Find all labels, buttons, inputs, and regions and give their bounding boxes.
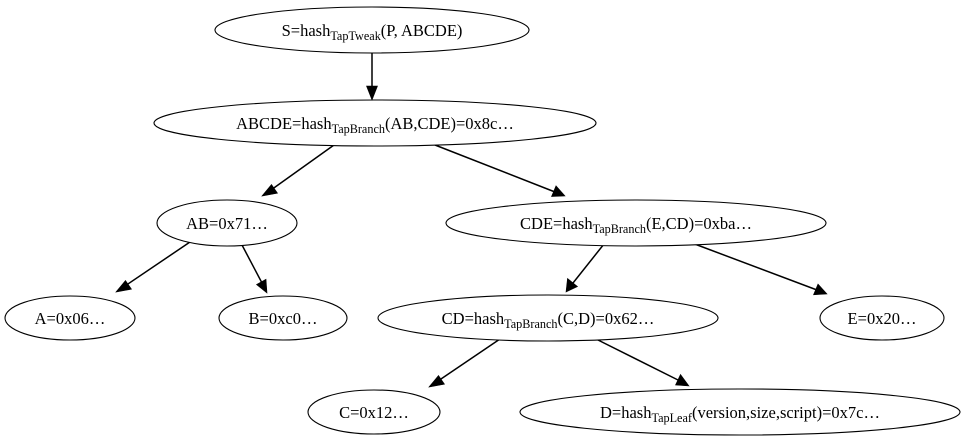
edge-cde-to-cd (565, 243, 605, 293)
node-ellipse-cde[interactable] (445, 199, 827, 247)
edge-ab-to-a (115, 241, 191, 293)
node-ellipse-abcde[interactable] (153, 99, 597, 147)
node-ellipse-d[interactable] (519, 388, 961, 436)
edge-abcde-to-ab (261, 144, 335, 197)
edge-cd-to-c (428, 338, 501, 388)
node-ellipse-cd[interactable] (377, 294, 719, 342)
edge-ab-to-b (241, 244, 268, 294)
node-label-cd: CD=hashTapBranch(C,D)=0x62… (441, 308, 655, 331)
node-label-abcde: ABCDE=hashTapBranch(AB,CDE)=0x8c… (236, 113, 514, 136)
edge-cde-to-e (691, 242, 828, 296)
node-ellipse-e[interactable] (819, 295, 945, 341)
node-ellipse-b[interactable] (218, 295, 348, 341)
edge-layer (115, 53, 828, 388)
node-label-e: E=0x20… (847, 308, 917, 328)
node-label-c: C=0x12… (339, 402, 409, 422)
edge-abcde-to-cde (434, 144, 566, 197)
node-label-cde: CDE=hashTapBranch(E,CD)=0xba… (520, 213, 752, 236)
node-shape-layer (4, 6, 961, 436)
edge-s-to-abcde (366, 53, 378, 101)
node-label-d: D=hashTapLeaf(version,size,script)=0x7c… (600, 402, 880, 425)
node-ellipse-s[interactable] (214, 6, 530, 54)
node-label-s: S=hashTapTweak(P, ABCDE) (281, 20, 463, 43)
node-ellipse-c[interactable] (307, 389, 441, 435)
node-ellipse-ab[interactable] (156, 199, 298, 247)
node-label-a: A=0x06… (34, 308, 106, 328)
node-ellipse-a[interactable] (4, 295, 136, 341)
edge-cd-to-d (595, 338, 690, 387)
node-label-b: B=0xc0… (248, 308, 318, 328)
node-label-ab: AB=0x71… (186, 213, 268, 233)
